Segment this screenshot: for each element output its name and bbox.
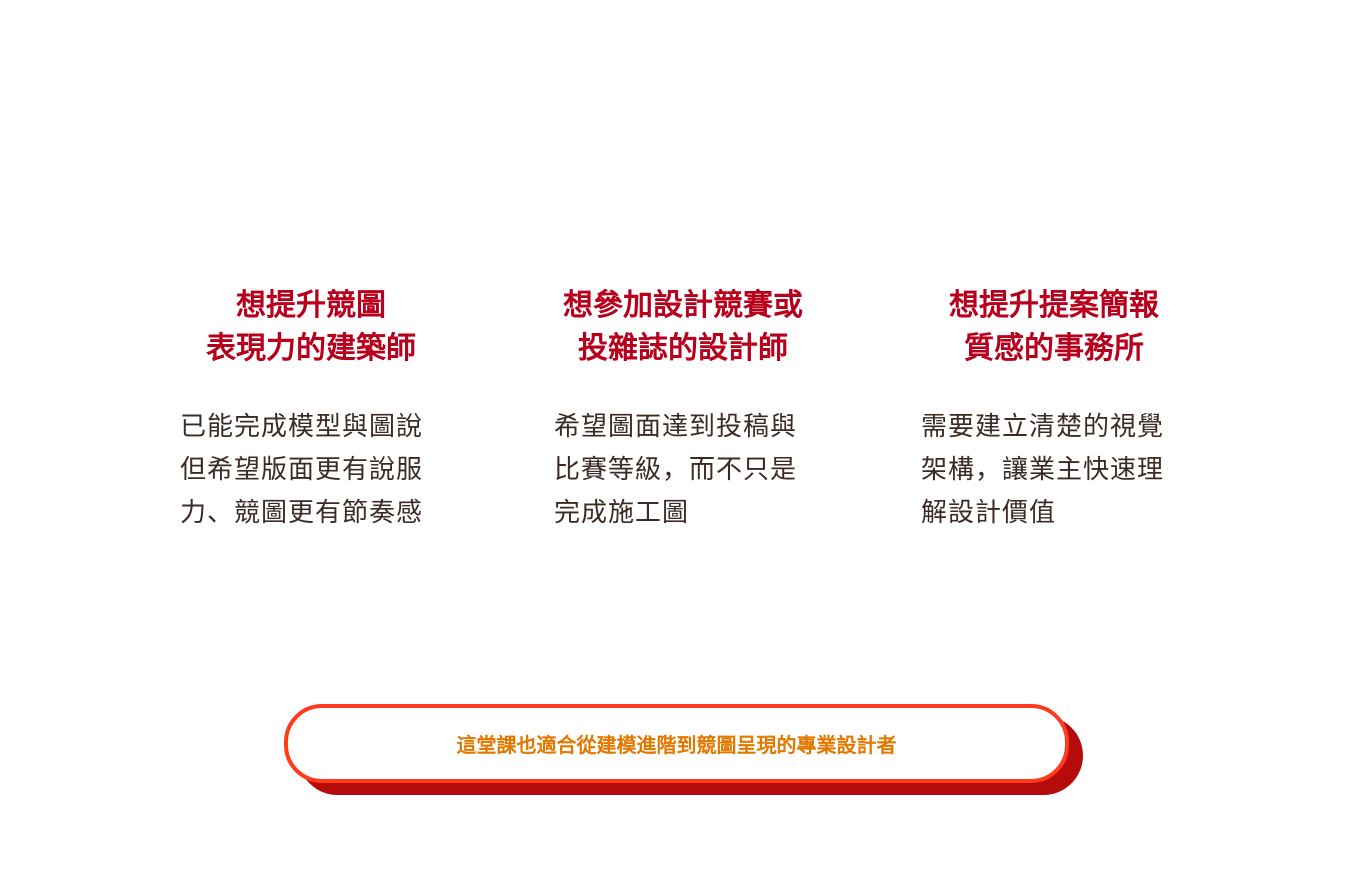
audience-firm: 想提升提案簡報質感的事務所 [904, 284, 1204, 370]
audience-description: 已能完成模型與圖說但希望版面更有說服力、競圖更有節奏感 [180, 412, 424, 528]
cta-banner[interactable]: 這堂課也適合從建模進階到競圖呈現的專業設計者 [284, 704, 1069, 783]
audience-title: 想提升競圖表現力的建築師 [206, 288, 416, 366]
audience-description: 希望圖面達到投稿與比賽等級，而不只是完成施工圖 [554, 412, 798, 528]
audience-designer: 想參加設計競賽或投雜誌的設計師 [533, 284, 833, 370]
cta-label: 這堂課也適合從建模進階到競圖呈現的專業設計者 [456, 733, 897, 757]
audience-description: 需要建立清楚的視覺架構，讓業主快速理解設計價值 [921, 412, 1165, 528]
audience-architect: 想提升競圖表現力的建築師 [161, 284, 461, 370]
audience-title: 想提升提案簡報質感的事務所 [949, 288, 1159, 366]
audience-title: 想參加設計競賽或投雜誌的設計師 [563, 288, 803, 366]
